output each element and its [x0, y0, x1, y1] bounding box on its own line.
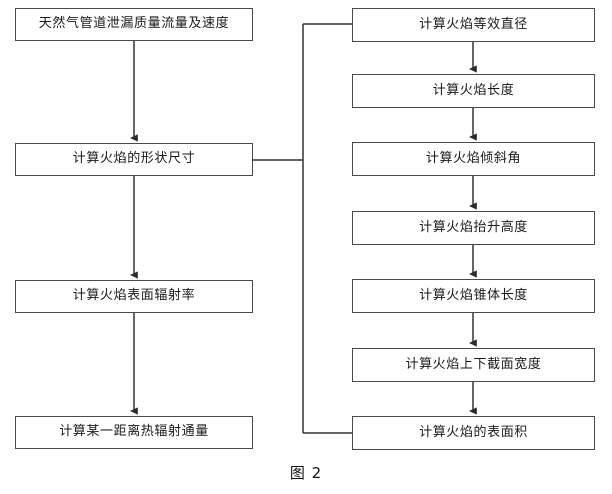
node-label: 计算火焰的表面积	[419, 424, 528, 440]
node-label: 计算火焰抬升高度	[419, 219, 528, 235]
figure-caption: 图 2	[289, 464, 323, 482]
node-label: 计算火焰上下截面宽度	[405, 356, 542, 372]
node-leak-mass-flow-and-velocity[interactable]: 天然气管道泄漏质量流量及速度	[15, 8, 253, 41]
node-label: 计算火焰等效直径	[419, 16, 528, 32]
node-thermal-radiation-flux-at-distance[interactable]: 计算某一距离热辐射通量	[15, 416, 253, 449]
node-label: 计算火焰表面辐射率	[72, 288, 196, 304]
node-flame-lift-off-height[interactable]: 计算火焰抬升高度	[352, 211, 595, 245]
node-label: 计算火焰倾斜角	[425, 150, 522, 166]
node-flame-upper-lower-section-width[interactable]: 计算火焰上下截面宽度	[352, 348, 595, 382]
node-label: 计算火焰长度	[432, 82, 515, 98]
node-flame-shape-dimensions[interactable]: 计算火焰的形状尺寸	[15, 143, 253, 176]
node-flame-tilt-angle[interactable]: 计算火焰倾斜角	[352, 142, 595, 176]
node-label: 天然气管道泄漏质量流量及速度	[38, 16, 230, 32]
node-label: 计算某一距离热辐射通量	[59, 424, 209, 440]
node-flame-equivalent-diameter[interactable]: 计算火焰等效直径	[352, 8, 595, 42]
node-flame-length[interactable]: 计算火焰长度	[352, 74, 595, 108]
node-flame-cone-length[interactable]: 计算火焰锥体长度	[352, 279, 595, 313]
node-label: 计算火焰的形状尺寸	[72, 151, 196, 167]
node-flame-surface-area[interactable]: 计算火焰的表面积	[352, 416, 595, 450]
node-flame-surface-emissivity[interactable]: 计算火焰表面辐射率	[15, 280, 253, 313]
node-label: 计算火焰锥体长度	[419, 287, 528, 303]
